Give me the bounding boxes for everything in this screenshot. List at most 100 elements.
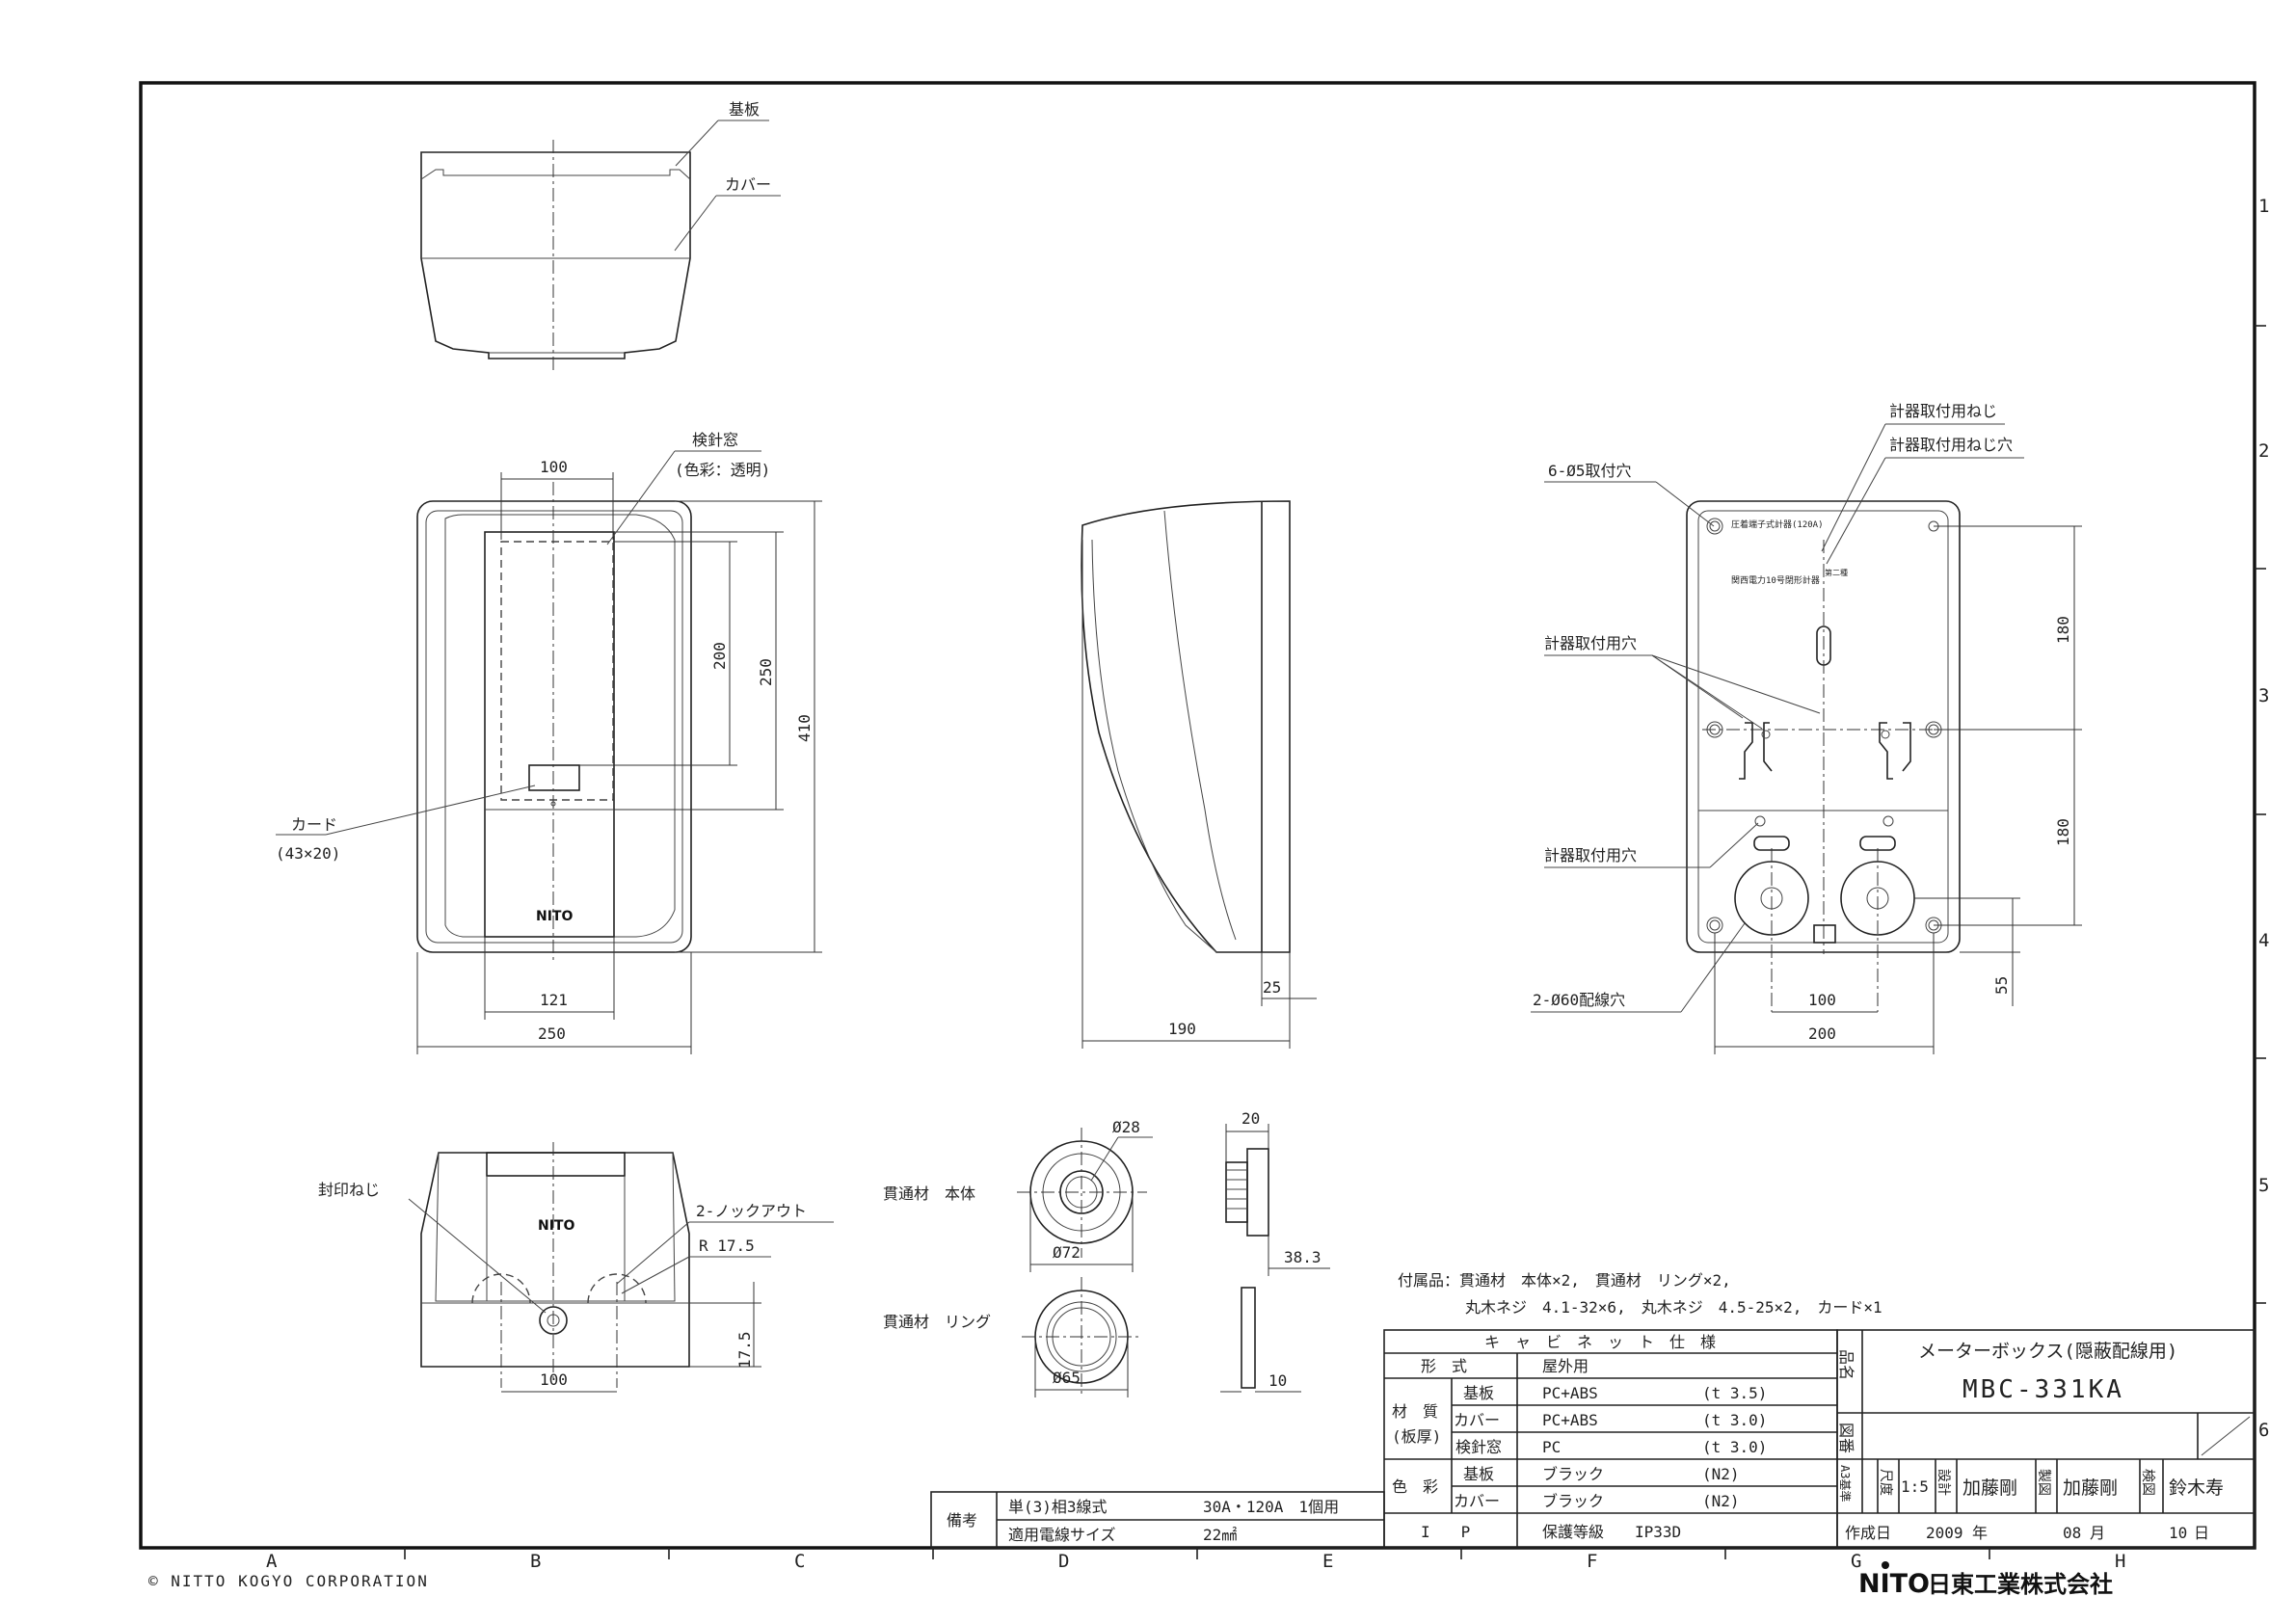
spec-row-note: (N2) <box>1702 1465 1740 1483</box>
grid-row-1: 1 <box>2258 196 2269 217</box>
spec-ip-value: 保護等級 IP33D <box>1542 1523 1681 1541</box>
dim-base-depth: 25 <box>1263 978 1281 997</box>
spec-table: キ ャ ビ ネ ッ ト 仕 様 形 式 屋外用 材 質 (板厚) 色 彩 基板 … <box>1383 1329 1838 1549</box>
tb-date-month: 08 <box>2063 1524 2081 1542</box>
label-tube-ring: 貫通材 リング <box>883 1313 991 1331</box>
spec-form-label: 形 式 <box>1421 1357 1467 1375</box>
spec-row-part: カバー <box>1454 1411 1500 1429</box>
grid-col-b: B <box>530 1551 541 1572</box>
back-view: 圧着端子式計器(120A) 第二種 関西電力10号閉形計器 6-Ø5取付穴 計器… <box>1531 402 2082 1054</box>
dim-knockout-height: 17.5 <box>735 1331 754 1369</box>
remarks-system: 単(3)相3線式 <box>1008 1498 1108 1516</box>
grid-col-e: E <box>1322 1551 1333 1572</box>
dim-window-height: 200 <box>710 642 729 670</box>
dim-hole-pitch: 100 <box>1808 991 1836 1009</box>
side-view: 190 25 <box>1081 500 1317 1049</box>
spec-row-note: (t 3.0) <box>1702 1438 1767 1456</box>
tb-design-value: 加藤剛 <box>1962 1477 2017 1499</box>
grid-row-4: 4 <box>2258 930 2269 951</box>
spec-row-value: PC <box>1542 1438 1561 1456</box>
label-tube-body: 貫通材 本体 <box>883 1184 975 1203</box>
remarks-wire-label: 適用電線サイズ <box>1008 1526 1116 1544</box>
footer: © NITTO KOGYO CORPORATION NITO 日東工業株式会社 <box>148 1561 2113 1599</box>
dim-mount-pitch: 200 <box>1808 1024 1836 1043</box>
grid-col-f: F <box>1587 1551 1597 1572</box>
spec-color-label: 色 彩 <box>1392 1477 1438 1496</box>
accessories-note: 付属品：貫通材 本体×2, 貫通材 リング×2, 丸木ネジ 4.1-32×6, … <box>1398 1271 1882 1317</box>
spec-row-note: (N2) <box>1702 1492 1740 1510</box>
bottom-logo: NITO <box>538 1218 574 1234</box>
dim-total-height: 410 <box>795 714 814 742</box>
tb-a3-label: A3基準 <box>1838 1465 1853 1502</box>
dim-tube-outer: Ø72 <box>1053 1243 1081 1262</box>
dim-pitch-upper: 180 <box>2054 616 2072 644</box>
label-seal-screw: 封印ねじ <box>318 1181 380 1199</box>
tb-drawing-no-label: 図番 <box>1837 1423 1855 1453</box>
dim-depth: 190 <box>1168 1020 1196 1038</box>
label-knockout: 2-ノックアウト <box>696 1202 807 1220</box>
top-view: 基板 カバー <box>420 100 781 371</box>
label-mount-holes: 6-Ø5取付穴 <box>1548 462 1632 480</box>
dim-tube-flange: 38.3 <box>1284 1248 1322 1266</box>
grid-row-6: 6 <box>2258 1420 2269 1441</box>
tb-draft-label: 製図 <box>2036 1469 2051 1496</box>
spec-row-value: PC+ABS <box>1542 1411 1598 1429</box>
plate-text-3: 関西電力10号閉形計器 <box>1731 574 1820 586</box>
label-meter-hole-2: 計器取付用穴 <box>1544 846 1637 865</box>
grid-row-2: 2 <box>2258 440 2269 462</box>
logo-dot-icon <box>1882 1561 1889 1569</box>
label-card-size: (43×20) <box>276 844 340 863</box>
dim-ring-thickness: 10 <box>1268 1371 1287 1390</box>
spec-ip-label: I P <box>1421 1523 1470 1541</box>
plate-text-2: 第二種 <box>1825 568 1848 577</box>
label-meter-screw: 計器取付用ねじ <box>1889 402 1997 420</box>
label-card: カード <box>291 815 337 834</box>
dim-total-width: 250 <box>538 1024 566 1043</box>
sheet-border <box>139 81 2266 1559</box>
tb-year-unit: 年 <box>1972 1524 1988 1542</box>
tb-scale-value: 1:5 <box>1901 1477 1929 1496</box>
tb-model-number: MBC-331KA <box>1962 1375 2124 1404</box>
spec-row-note: (t 3.5) <box>1702 1384 1767 1402</box>
dim-cover-width: 121 <box>540 991 568 1009</box>
spec-row-part: カバー <box>1454 1492 1500 1510</box>
spec-row-part: 検針窓 <box>1455 1438 1502 1456</box>
label-window-color: (色彩：透明) <box>675 461 770 479</box>
label-meter-hole-1: 計器取付用穴 <box>1544 634 1637 652</box>
grid-col-a: A <box>266 1551 278 1572</box>
tb-date-day: 10 <box>2169 1524 2187 1542</box>
tb-date-label: 作成日 <box>1845 1524 1891 1542</box>
dim-tube-inner: Ø28 <box>1112 1118 1140 1136</box>
tb-month-unit: 月 <box>2090 1524 2105 1542</box>
dim-window-width: 100 <box>540 458 568 476</box>
grid-row-5: 5 <box>2258 1175 2269 1196</box>
front-logo: NITO <box>536 909 573 924</box>
title-block: 品名 メーターボックス(隠蔽配線用) MBC-331KA 図番 A3基準 尺度 … <box>1836 1329 2256 1549</box>
grid-col-c: C <box>794 1551 805 1572</box>
tb-date-year: 2009 <box>1926 1524 1963 1542</box>
spec-row-value: PC+ABS <box>1542 1384 1598 1402</box>
tb-scale-label: 尺度 <box>1878 1469 1893 1496</box>
spec-material-label: 材 質 <box>1392 1402 1438 1421</box>
dim-knockout-pitch: 100 <box>540 1370 568 1389</box>
tb-design-label: 設計 <box>1936 1469 1951 1496</box>
tb-draft-value: 加藤剛 <box>2063 1477 2118 1499</box>
label-cover: カバー <box>725 175 771 194</box>
tb-check-label: 検図 <box>2140 1469 2155 1496</box>
bottom-view: NITO 封印ねじ 2-ノックアウト R 17.5 100 17.5 <box>318 1142 834 1393</box>
label-radius: R 17.5 <box>699 1237 755 1255</box>
grid-col-h: H <box>2115 1551 2125 1572</box>
remarks-label: 備考 <box>947 1511 977 1530</box>
plate-text-1: 圧着端子式計器(120A) <box>1731 519 1824 530</box>
front-view: NITO 検針窓 (色彩：透明) カード (43×20) 100 200 250… <box>276 431 822 1054</box>
grid-row-3: 3 <box>2258 685 2269 706</box>
tb-check-value: 鈴木寿 <box>2169 1477 2224 1499</box>
grid-col-g: G <box>1851 1551 1861 1572</box>
tb-name-label: 品名 <box>1837 1349 1855 1380</box>
dim-hole-height: 55 <box>1992 976 2011 995</box>
tb-day-unit: 日 <box>2194 1524 2209 1542</box>
label-meter-screw-hole: 計器取付用ねじ穴 <box>1889 436 2013 454</box>
dim-cover-height: 250 <box>757 658 775 686</box>
label-kiban: 基板 <box>729 100 760 119</box>
spec-row-part: 基板 <box>1463 1465 1494 1483</box>
